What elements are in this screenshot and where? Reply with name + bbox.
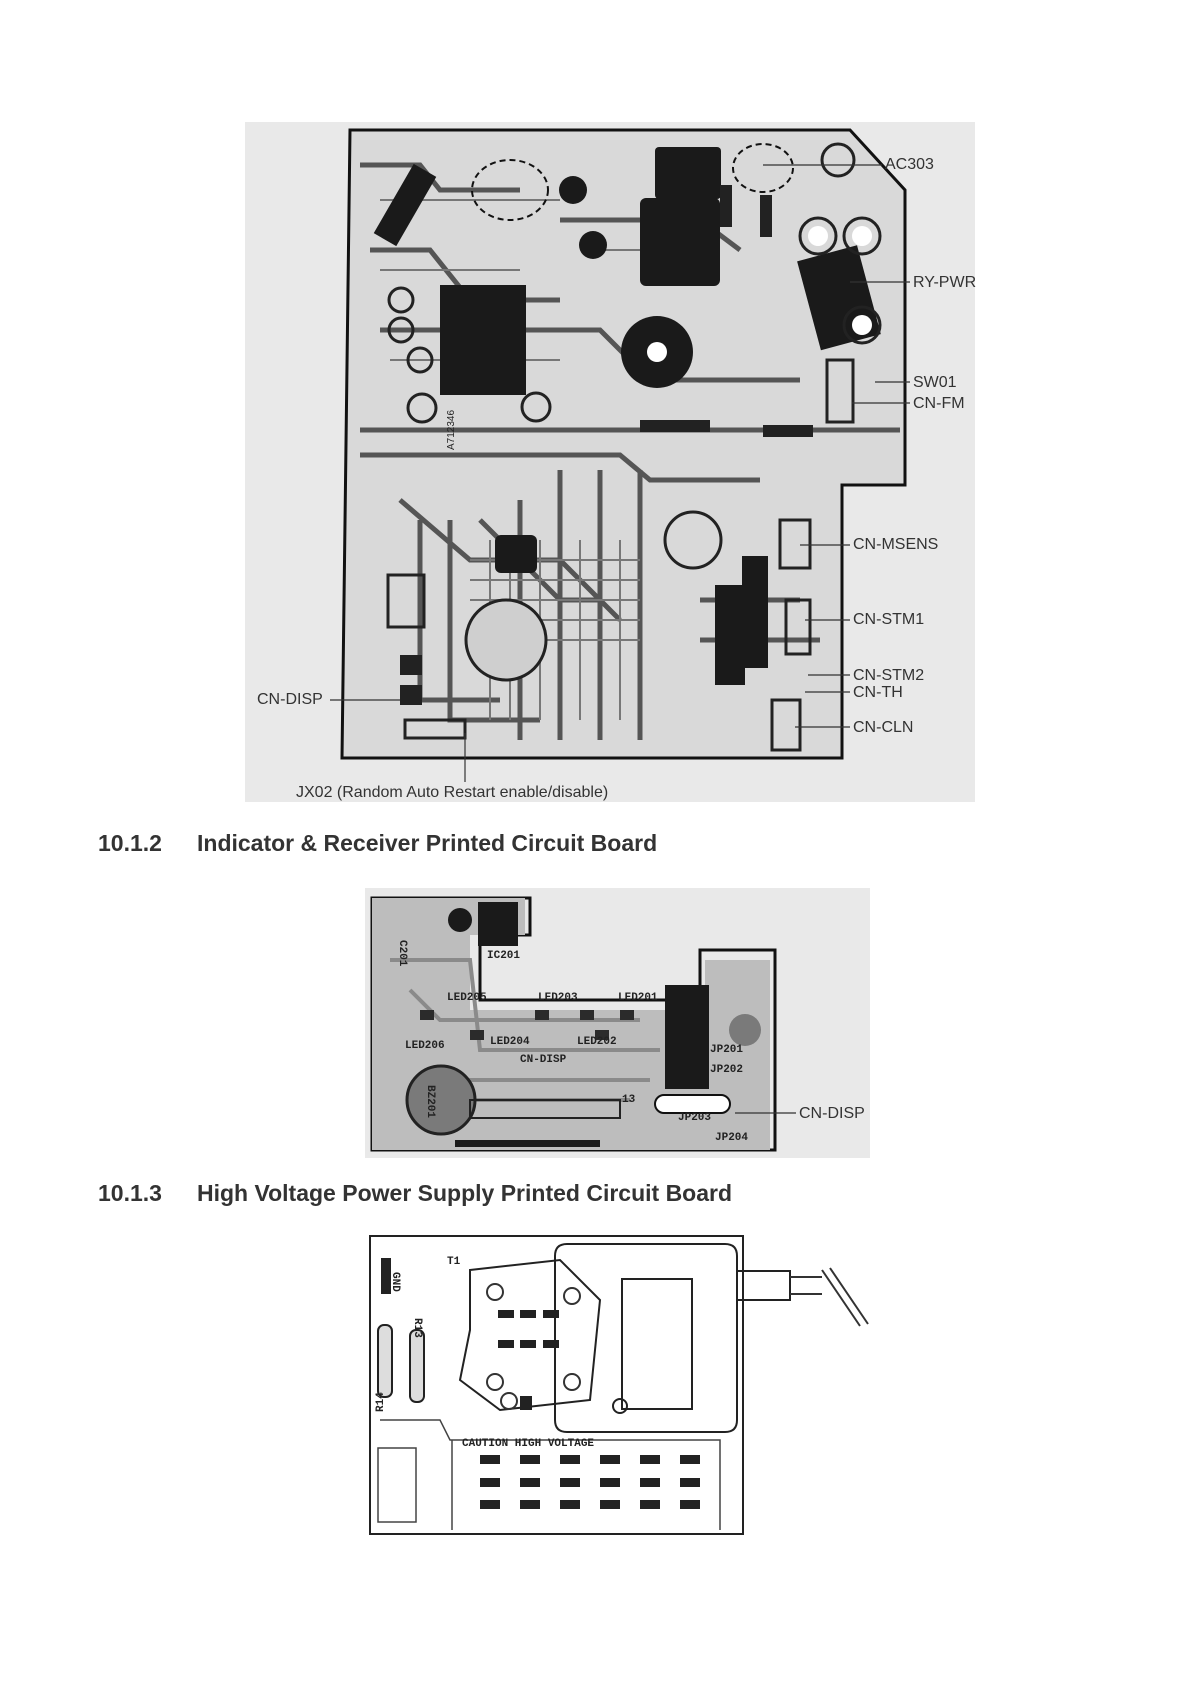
- callout-cn-disp-main: CN-DISP: [257, 691, 323, 708]
- callout-cn-th: CN-TH: [853, 684, 903, 701]
- silk-ic201: IC201: [487, 950, 520, 962]
- silk-r14: R14: [375, 1392, 387, 1412]
- silk-caution: CAUTION HIGH VOLTAGE: [462, 1438, 594, 1450]
- callout-cn-disp-indicator: CN-DISP: [799, 1105, 865, 1122]
- silk-t1: T1: [447, 1256, 461, 1268]
- callout-ac303: AC303: [885, 156, 934, 173]
- callout-cn-cln: CN-CLN: [853, 719, 914, 736]
- silk-jp202: JP202: [710, 1064, 743, 1076]
- silk-jp203: JP203: [678, 1112, 711, 1124]
- silk-jp204: JP204: [715, 1132, 748, 1144]
- silk-bz201: BZ201: [424, 1085, 436, 1118]
- callout-sw01: SW01: [913, 374, 957, 391]
- silk-led204: LED204: [490, 1036, 530, 1048]
- silk-gnd: GND: [389, 1272, 401, 1292]
- section-title: High Voltage Power Supply Printed Circui…: [197, 1180, 733, 1206]
- section-number: 10.1.3: [98, 1180, 162, 1206]
- section-heading-high-voltage: 10.1.3 High Voltage Power Supply Printed …: [98, 1180, 732, 1207]
- silk-led205: LED205: [447, 992, 487, 1004]
- callout-cn-stm1: CN-STM1: [853, 611, 925, 628]
- silk-cn-disp: CN-DISP: [520, 1054, 567, 1066]
- callout-cn-msens: CN-MSENS: [853, 536, 939, 553]
- silk-c201: C201: [396, 940, 408, 967]
- silk-led203: LED203: [538, 992, 578, 1004]
- section-number: 10.1.2: [98, 830, 162, 856]
- section-title: Indicator & Receiver Printed Circuit Boa…: [197, 830, 658, 856]
- pcb-id-silkscreen: A712346: [446, 410, 457, 450]
- callout-ry-pwr: RY-PWR: [913, 274, 977, 291]
- silk-led201: LED201: [618, 992, 658, 1004]
- section-heading-indicator: 10.1.2 Indicator & Receiver Printed Circu…: [98, 830, 657, 857]
- silk-led202: LED202: [577, 1036, 617, 1048]
- callout-cn-stm2: CN-STM2: [853, 667, 925, 684]
- silk-r13: R13: [411, 1318, 423, 1338]
- silk-led206: LED206: [405, 1040, 445, 1052]
- silk-pin-13: 13: [622, 1094, 636, 1106]
- callout-jx02: JX02 (Random Auto Restart enable/disable…: [296, 784, 609, 801]
- callout-cn-fm: CN-FM: [913, 395, 965, 412]
- silk-jp201: JP201: [710, 1044, 743, 1056]
